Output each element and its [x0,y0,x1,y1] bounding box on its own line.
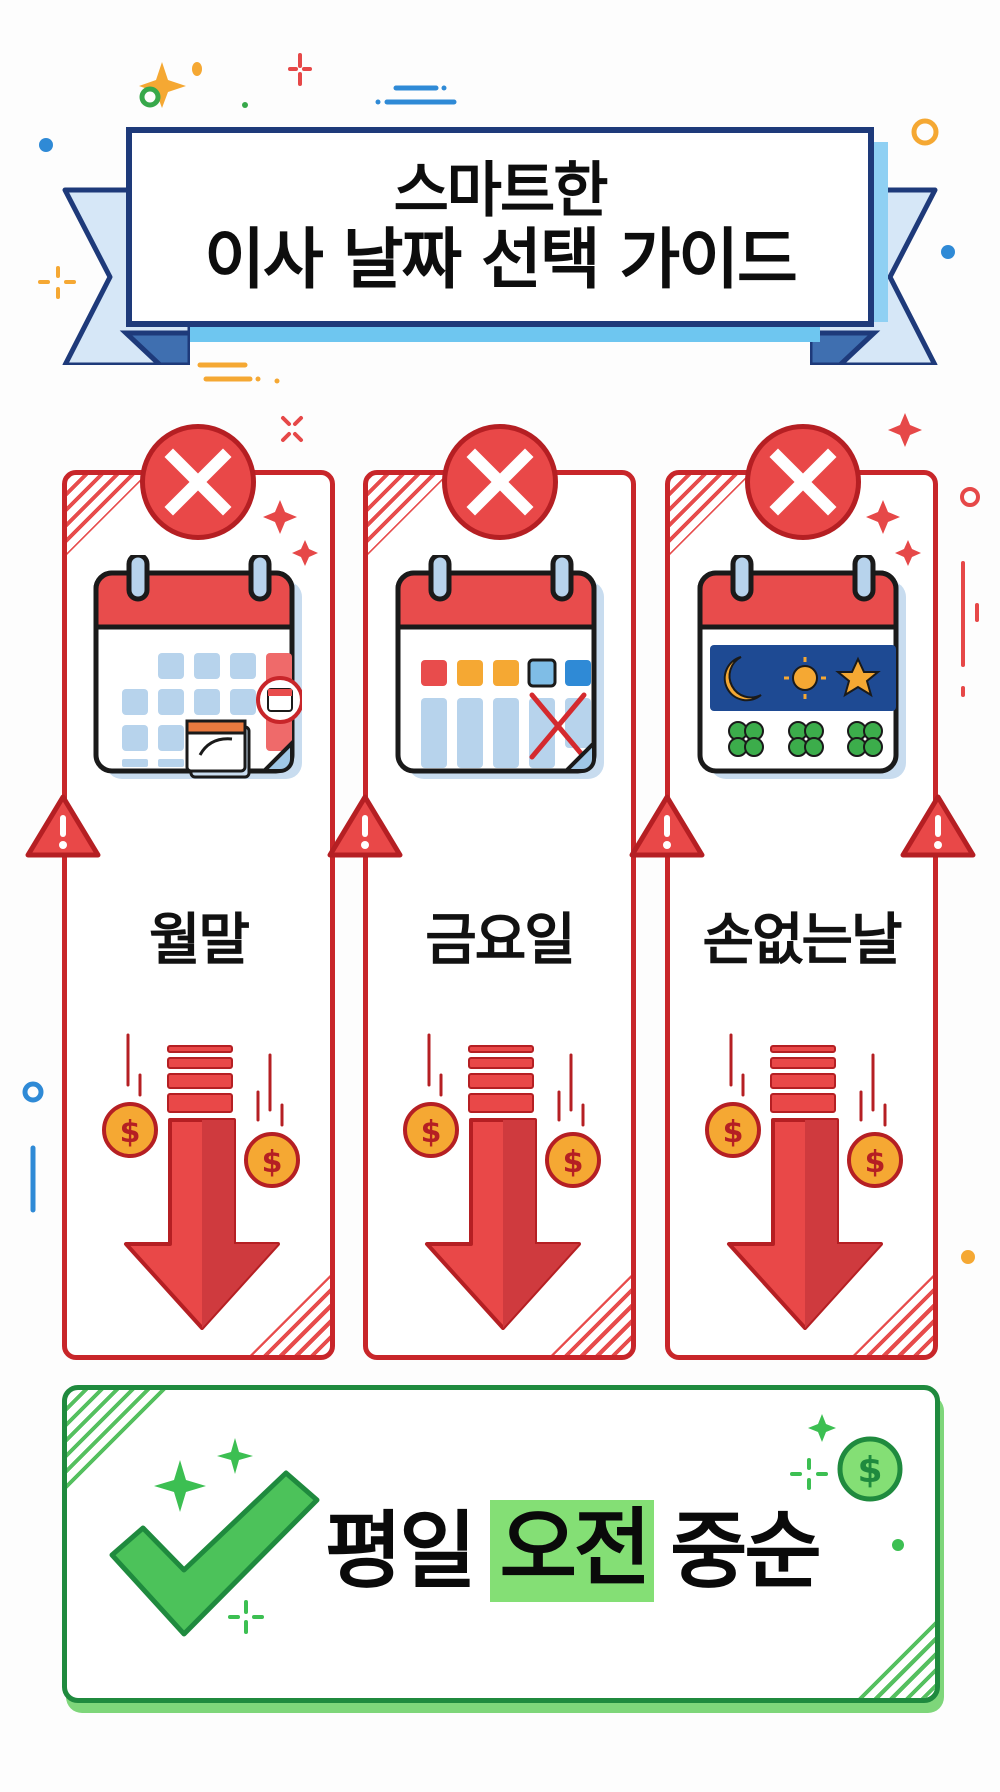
recommendation-text: 평일 오전 중순 [325,1500,822,1602]
clover-icons [728,721,883,757]
sun-icon [792,665,818,691]
star-icon [835,656,881,698]
cost-down-arrow-icon: $ $ [705,1033,903,1330]
banner-shadow-side [874,142,888,322]
x-mark-icon [745,424,861,540]
title-banner: 스마트한 이사 날짜 선택 가이드 [126,127,874,327]
calendar-month-end-icon [93,555,302,779]
recommendation-word-morning-highlight: 오전 [489,1500,655,1602]
title-line-1: 스마트한 [393,155,609,226]
moon-icon [723,656,762,702]
card-label-month-end: 월말 [148,908,250,973]
warning-icon [327,794,403,858]
x-mark-icon [140,424,256,540]
warning-icon [900,794,976,858]
green-coin-icon: $ [790,1414,903,1502]
card-label-friday: 금요일 [425,908,576,973]
calendar-friday-crossed-icon [395,555,604,779]
title-line-2: 이사 날짜 선택 가이드 [204,220,797,298]
svg-text:$: $ [120,1115,141,1150]
recommendation-word-weekday: 평일 [325,1502,477,1600]
svg-text:$: $ [865,1145,886,1180]
cost-down-arrow-icon: $ $ [403,1033,601,1330]
svg-text:$: $ [563,1145,584,1180]
warning-icon [25,794,101,858]
recommendation-word-mid-month: 중순 [670,1502,822,1600]
calendar-lucky-day-icon [697,555,906,779]
card-label-lucky-day: 손없는날 [702,908,902,973]
sparkle-icon [139,62,186,108]
svg-text:$: $ [857,1450,882,1491]
x-mark-icon [442,424,558,540]
cost-down-arrow-icon: $ $ [102,1033,300,1330]
svg-text:$: $ [421,1115,442,1150]
svg-text:$: $ [723,1115,744,1150]
warning-icon [629,794,705,858]
svg-text:$: $ [262,1145,283,1180]
check-mark-icon [109,1438,320,1637]
